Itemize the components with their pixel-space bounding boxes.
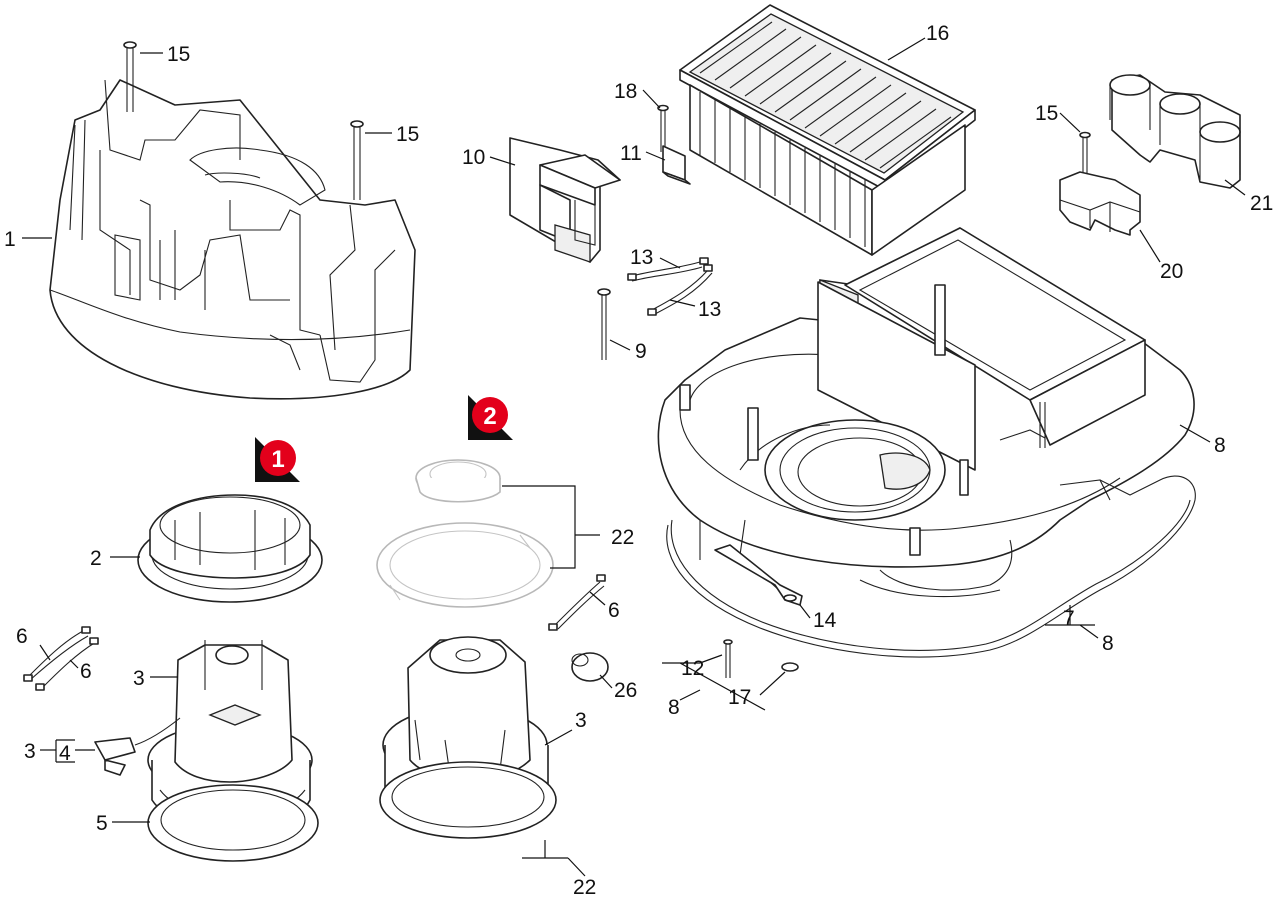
callout-2: 2: [90, 547, 102, 570]
callout-5: 5: [96, 812, 108, 835]
part-12-screw: [723, 639, 733, 678]
callout-11: 11: [620, 142, 642, 165]
part-26-bushing: [571, 652, 609, 682]
callout-15-b: 15: [396, 123, 419, 146]
part-1-upper-housing: [49, 79, 416, 400]
callout-7: 7: [1063, 607, 1075, 630]
part-15-screw-left-a: [123, 41, 137, 112]
callout-6-c: 6: [608, 599, 620, 622]
callout-10: 10: [462, 146, 485, 169]
part-14-bracket: [714, 544, 803, 606]
callout-15-c: 15: [1035, 102, 1058, 125]
part-10-electronic-module: [509, 137, 621, 263]
part-17-washer: [781, 662, 799, 672]
callout-14: 14: [813, 609, 837, 632]
callout-26: 26: [614, 679, 637, 702]
part-6-cables-left: [23, 626, 99, 691]
callout-20: 20: [1160, 260, 1183, 283]
callout-6-a: 6: [16, 625, 28, 648]
part-6-cable-center: [548, 574, 606, 631]
part-22-bottom-ring: [379, 761, 557, 839]
part-11-bracket: [662, 145, 691, 185]
callout-3-b: 3: [24, 740, 36, 763]
callout-1: 1: [4, 228, 16, 251]
part-8-base-housing: [657, 227, 1195, 601]
callout-16: 16: [926, 22, 949, 45]
callout-6-b: 6: [80, 660, 92, 683]
part-22-seal-set-ghost: [376, 459, 554, 608]
part-15-screw-left-b: [350, 120, 364, 200]
callout-22-b: 22: [573, 876, 596, 899]
part-5-seal-ring: [147, 784, 319, 862]
callout-8-b: 8: [1102, 632, 1114, 655]
callout-15-a: 15: [167, 43, 190, 66]
variant-marker-1-label: 1: [271, 446, 284, 473]
part-21-holder: [1109, 74, 1241, 189]
callout-4: 4: [59, 742, 71, 765]
callout-3-c: 3: [575, 709, 587, 732]
part-4-connector: [94, 717, 181, 776]
callout-13-b: 13: [698, 298, 721, 321]
variant-marker-1: 1: [255, 437, 300, 482]
leader-lines: [22, 37, 1246, 877]
part-16-flat-filter: [679, 4, 976, 256]
callout-13-a: 13: [630, 246, 653, 269]
part-9-long-screw: [597, 288, 611, 360]
part-2-motor-ring: [137, 494, 323, 603]
callout-3-a: 3: [133, 667, 145, 690]
part-18-screw: [657, 104, 669, 152]
callout-labels: 15 15 1 10 18 11 13 13 9 16 15 20 21 8 2…: [4, 22, 1273, 899]
callout-22-a: 22: [611, 526, 634, 549]
part-13-cables: [627, 257, 713, 316]
callout-8-a: 8: [1214, 434, 1226, 457]
callout-21: 21: [1250, 192, 1273, 215]
variant-marker-2-label: 2: [483, 403, 496, 430]
callout-12: 12: [681, 657, 704, 680]
callout-9: 9: [635, 340, 647, 363]
callout-18: 18: [614, 80, 637, 103]
callout-17: 17: [728, 686, 751, 709]
part-20-holder: [1059, 171, 1141, 236]
callout-8-c: 8: [668, 696, 680, 719]
part-7-seal: [666, 475, 1196, 658]
variant-marker-2: 2: [468, 395, 513, 440]
